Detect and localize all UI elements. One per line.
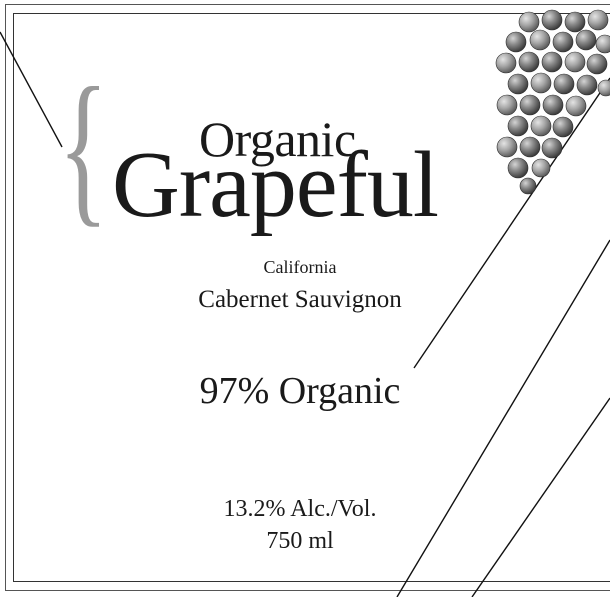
leader-line-bottom-left <box>396 239 610 597</box>
alcohol-content-text: 13.2% Alc./Vol. <box>223 496 377 522</box>
varietal-text: Cabernet Sauvignon <box>198 286 402 313</box>
organic-percent-text: 97% Organic <box>199 370 401 412</box>
decorative-brace: { <box>58 53 109 241</box>
leader-line-organic <box>413 77 610 369</box>
region-text: California <box>263 257 337 277</box>
volume-text: 750 ml <box>266 528 334 554</box>
outer-border <box>5 4 610 591</box>
leader-line-bottom-right <box>471 397 610 597</box>
leader-line-brace <box>0 31 63 148</box>
organic-word: Organic <box>199 111 356 167</box>
inner-border <box>13 13 610 582</box>
brand-name: Grapeful <box>112 133 439 237</box>
grape-berries <box>495 9 610 195</box>
